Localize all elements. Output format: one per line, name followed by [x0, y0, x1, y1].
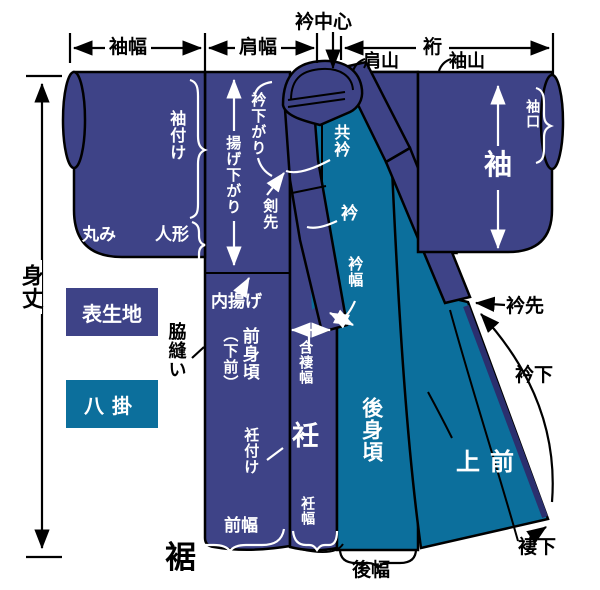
sleeve-top-tick	[437, 57, 452, 72]
label-front-body-note: （下前）	[221, 327, 240, 391]
outer-collar-curve	[285, 159, 331, 174]
upper-front-fold-line	[427, 391, 453, 439]
collar-neck-cap-shape	[281, 59, 364, 127]
label-side-seam: 脇縫い	[165, 322, 187, 379]
legend-hakkake-label: 八掛	[84, 393, 140, 418]
label-shoulder-width: 肩幅	[235, 37, 282, 58]
label-front-body-main: 前身頃	[238, 327, 259, 381]
label-okumi-width: 衽幅	[299, 496, 316, 526]
collar-neck-edge-lines	[287, 91, 346, 108]
label-front-width: 前幅	[224, 516, 258, 536]
label-shoulder-top: 肩山	[363, 51, 399, 72]
label-roundness: 丸み	[82, 225, 116, 245]
legend-outer-fabric: 表生地	[66, 288, 158, 336]
sword-tip-arrow	[266, 172, 285, 196]
collar-edge-strip	[463, 304, 548, 519]
label-sleeve-attach: 袖付け	[167, 110, 187, 161]
label-inner-lift: 内揚げ	[211, 292, 262, 312]
sleeve-attach-brace	[189, 78, 208, 220]
legend-hakkake: 八掛	[66, 380, 158, 428]
label-front-body: 前身頃（下前）	[221, 327, 258, 391]
label-okumi: 衽	[292, 421, 319, 452]
upper-front-okumi-seam	[449, 309, 519, 542]
label-outer-collar: 共衿	[331, 124, 351, 158]
left-sleeve-shape	[72, 70, 207, 259]
collar-curve	[306, 220, 338, 229]
front-width-bracket	[175, 528, 286, 553]
okumi-width-bracket	[291, 530, 339, 552]
collar-below-curve	[480, 313, 554, 503]
label-doll: 人形	[155, 225, 189, 245]
tomoeri-seam-left	[291, 185, 327, 194]
label-collar-width: 衿幅	[346, 256, 365, 288]
label-matching-hem-width: 合褄幅	[297, 340, 314, 385]
label-body-length: 身丈	[18, 260, 43, 314]
label-okumi-attach: 衽付け	[242, 427, 261, 475]
collar-tip-arrow	[474, 296, 506, 312]
label-sword-tip: 剣先	[261, 198, 280, 230]
label-yuki: 裄	[416, 37, 450, 58]
collar-neck-fold-line	[290, 67, 354, 101]
label-hem-below: 褄下	[518, 536, 557, 558]
label-collar-below: 衿下	[515, 364, 554, 386]
doll-brace	[191, 220, 206, 270]
right-sleeve-shape	[416, 70, 554, 254]
side-seam-tick	[191, 346, 205, 359]
left-cuff-shape	[61, 70, 87, 170]
inner-lift-arrow	[233, 277, 250, 299]
label-collar-center: 衿中心	[295, 11, 353, 33]
legend-outer-fabric-label: 表生地	[82, 301, 142, 326]
label-collar-drop: 衿下がり	[249, 92, 268, 156]
label-back-body: 後身頃	[359, 397, 384, 463]
collar-width-arrow	[329, 309, 354, 329]
back-width-bracket	[338, 548, 418, 570]
label-sleeve-top: 袖山	[449, 51, 485, 72]
hem-below-arrow	[526, 526, 547, 544]
white-annotations	[175, 78, 554, 553]
label-sleeve-opening: 袖口	[524, 99, 541, 129]
collar-drop-curl-top	[253, 80, 273, 95]
label-collar: 衿	[341, 204, 358, 224]
label-lift-drop: 揚げ下がり	[224, 135, 243, 215]
label-sleeve: 袖	[484, 148, 513, 181]
label-sleeve-width: 袖幅	[105, 37, 152, 58]
label-collar-tip: 衿先	[506, 295, 545, 317]
okumi-attach-tick	[266, 447, 284, 461]
shoulder-top-tick	[351, 57, 366, 72]
sleeve-opening-brace	[535, 86, 554, 165]
label-back-width: 後幅	[352, 559, 391, 581]
label-upper-front: 上前	[456, 448, 524, 476]
upper-front-panel-shape	[390, 167, 550, 550]
label-hem: 裾	[165, 540, 196, 576]
hem-fold-line	[299, 543, 344, 554]
